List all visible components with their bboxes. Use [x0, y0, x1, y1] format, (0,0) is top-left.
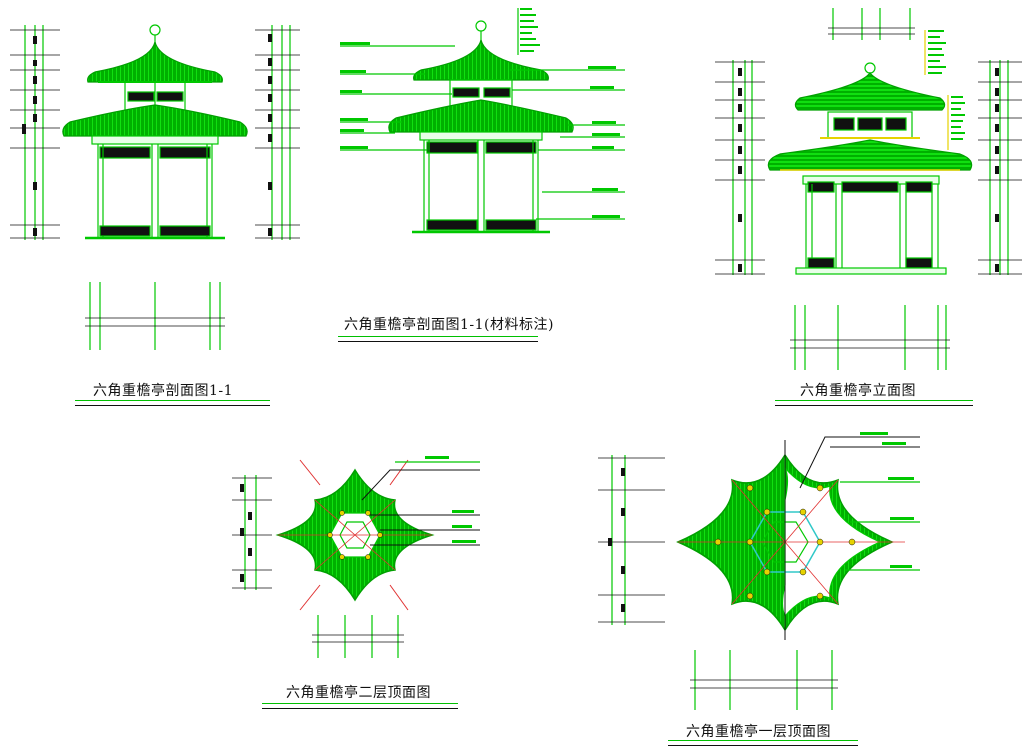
first-floor-roof-plan-title: 六角重檐亭一层顶面图: [686, 724, 831, 740]
plan2-roof: [275, 459, 435, 611]
material-leaders-left: [340, 42, 455, 151]
plan1-leaders: [799, 432, 920, 571]
first-floor-roof-plan-drawing: [598, 432, 920, 710]
first-floor-roof-plan-title-underline-2: [668, 745, 858, 746]
plan2-bottom-dimension: [312, 615, 404, 658]
section-1-1-materials-title: 六角重檐亭剖面图1-1(材料标注): [344, 317, 554, 333]
elevation-right-dimension: [978, 60, 1022, 275]
second-floor-roof-plan-title-underline: [262, 703, 458, 704]
section-1-1-title: 六角重檐亭剖面图1-1: [93, 383, 234, 399]
plan1-roof: [676, 440, 905, 640]
materials-pavilion: [388, 20, 574, 234]
second-floor-roof-plan-drawing: [232, 456, 480, 658]
section-pavilion: [62, 24, 248, 240]
first-floor-roof-plan-title-underline: [668, 740, 858, 741]
plan1-left-dimension: [598, 455, 665, 625]
elevation-title-underline: [775, 400, 973, 401]
right-dimension-ladder: [255, 25, 300, 240]
section-1-1-materials-title-underline-2: [338, 341, 538, 342]
section-bottom-dimension: [85, 282, 225, 350]
section-1-1-drawing: [10, 24, 300, 350]
second-floor-roof-plan-title-underline-2: [262, 708, 458, 709]
elevation-annotations: [924, 30, 965, 150]
left-dimension-ladder: [10, 25, 60, 240]
elevation-bottom-dimension: [790, 305, 950, 370]
section-1-1-title-underline: [75, 400, 270, 401]
elevation-title-underline-2: [775, 405, 973, 406]
elevation-drawing: [715, 8, 1022, 370]
elevation-top-dimension: [828, 8, 915, 40]
elevation-title: 六角重檐亭立面图: [800, 383, 916, 399]
section-materials-drawing: [340, 8, 625, 234]
elevation-pavilion: [767, 62, 973, 275]
section-1-1-materials-title-underline: [338, 336, 538, 337]
elevation-left-dimension: [715, 60, 765, 275]
second-floor-roof-plan-title: 六角重檐亭二层顶面图: [286, 685, 431, 701]
material-leaders-right: [510, 8, 625, 220]
plan1-bottom-dimension: [690, 650, 838, 710]
plan2-leaders: [361, 456, 480, 546]
plan2-left-dimension: [232, 475, 272, 590]
section-1-1-title-underline-2: [75, 405, 270, 406]
